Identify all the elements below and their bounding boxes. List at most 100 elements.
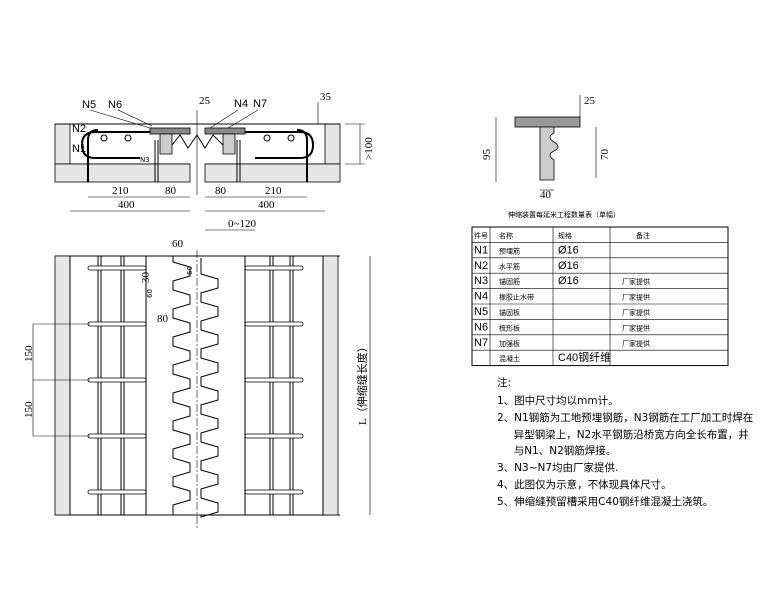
table-cell: 厂家提供 xyxy=(622,293,650,302)
table-row: N1 预埋筋 Ø16 xyxy=(474,244,579,256)
asphalt-right xyxy=(324,123,341,165)
transverse-bar xyxy=(87,433,147,439)
rubber-seal-n4 xyxy=(171,134,224,149)
table-cell: 厂家提供 xyxy=(622,308,650,317)
dim-detail-25: 25 xyxy=(584,95,596,107)
label-n2: N2 xyxy=(72,123,86,135)
dim-25: 25 xyxy=(199,95,211,107)
table-cell: 名称 xyxy=(499,231,513,240)
transverse-bar xyxy=(244,265,304,271)
table-cell: 橡胶止水带 xyxy=(499,293,534,302)
table-row: N3 锚固筋 Ø16 厂家提供 xyxy=(474,275,650,287)
rebar-n2-left xyxy=(80,131,160,159)
section-view: N5 N6 N4 N7 N2 N1 N3 25 35 >100 210 80 8… xyxy=(54,91,375,231)
comb-plate-right xyxy=(200,258,219,518)
table-header-row: 件号 名称 规格 备注 xyxy=(474,231,650,240)
table-cell: Ø16 xyxy=(558,275,579,287)
rebar-grid xyxy=(69,256,324,515)
dim-detail-95: 95 xyxy=(481,149,493,161)
dim-left-80: 80 xyxy=(165,185,177,197)
notes: 注: 1、图中尺寸均以mm计。 2、N1钢筋为工地预埋钢筋，N3钢筋在工厂加工时… xyxy=(497,376,753,508)
note-line: 与N1、N2钢筋焊接。 xyxy=(497,444,616,457)
transverse-bar xyxy=(244,321,304,327)
note-line: 2、N1钢筋为工地预埋钢筋，N3钢筋在工厂加工时焊在 xyxy=(497,411,753,424)
comb-plate-left xyxy=(172,256,191,515)
notes-heading: 注: xyxy=(497,376,511,389)
table-cell: N6 xyxy=(474,321,488,333)
note-line: 5、伸缩缝预留槽采用C40钢纤维混凝土浇筑。 xyxy=(497,495,713,508)
table-row: N6 梳形板 厂家提供 xyxy=(474,321,650,333)
dim-length-l: L（伸缩缝长度） xyxy=(355,341,369,425)
dim-left-400: 400 xyxy=(118,199,135,211)
transverse-bar xyxy=(244,489,304,495)
table-cell: 水平筋 xyxy=(499,262,520,271)
dim-tooth-60b: 60 xyxy=(186,266,194,275)
table-cell: 厂家提供 xyxy=(622,339,650,348)
table-cell: C40钢纤维 xyxy=(558,351,611,364)
table-cell: N3 xyxy=(474,275,488,287)
table-cell: Ø16 xyxy=(558,244,579,256)
table-cell: 厂家提供 xyxy=(622,323,650,332)
dim-detail-40: 40 xyxy=(540,189,552,201)
dim-tooth-30: 30 xyxy=(140,272,152,284)
transverse-bar xyxy=(87,321,147,327)
table-cell: N4 xyxy=(474,291,488,303)
plan-view: 60 30 60 60 80 150 150 L（伸缩缝长度） xyxy=(23,238,371,530)
dim-gap: 0~120 xyxy=(228,218,256,230)
table-cell: 备注 xyxy=(636,231,650,240)
dim-spacing-150-a: 150 xyxy=(23,345,35,362)
transverse-bar xyxy=(87,265,147,271)
transverse-bar xyxy=(87,489,147,495)
label-n1: N1 xyxy=(72,143,86,155)
table-title: 伸缩装置每延米工程数量表（单幅） xyxy=(508,210,620,219)
rebar-n1-left xyxy=(87,129,99,182)
dim-height: >100 xyxy=(363,137,375,160)
table-cell: 锚固板 xyxy=(499,308,520,317)
label-n5: N5 xyxy=(82,99,96,111)
label-n6: N6 xyxy=(108,99,122,111)
dim-tooth-60: 60 xyxy=(172,238,184,250)
table-cell: Ø16 xyxy=(558,260,579,272)
table-cell: 锚固筋 xyxy=(499,277,520,286)
note-line: 4、此图仅为示意，不体现具体尺寸。 xyxy=(497,478,672,491)
label-n7: N7 xyxy=(253,98,267,110)
deck-left xyxy=(54,163,191,183)
rebar-n1-right xyxy=(296,129,308,182)
table-row: N4 橡胶止水带 厂家提供 xyxy=(474,291,650,303)
dim-right-400: 400 xyxy=(258,199,275,211)
asphalt-left xyxy=(54,123,71,165)
dim-35: 35 xyxy=(320,91,332,103)
note-line: 1、图中尺寸均以mm计。 xyxy=(497,394,619,407)
table-cell: 规格 xyxy=(558,231,572,240)
table-row: N7 加强板 厂家提供 xyxy=(474,337,650,349)
dim-tooth-60c: 60 xyxy=(146,289,154,298)
deck-right xyxy=(204,163,341,183)
table-cell: 加强板 xyxy=(499,339,520,348)
label-n3: N3 xyxy=(140,156,150,164)
dim-left-210: 210 xyxy=(112,185,129,197)
transverse-bar xyxy=(244,377,304,383)
table-row: N5 锚固板 厂家提供 xyxy=(474,306,650,318)
table-cell: 梳形板 xyxy=(499,323,520,332)
table-cell: N5 xyxy=(474,306,488,318)
dim-tooth-80: 80 xyxy=(157,313,169,325)
detail-view: 25 95 70 40 xyxy=(481,95,611,201)
dim-detail-70: 70 xyxy=(599,149,611,161)
table-cell: 件号 xyxy=(474,231,488,240)
note-line: 3、N3~N7均由厂家提供. xyxy=(497,461,618,474)
table-cell: N7 xyxy=(474,337,488,349)
dim-spacing-150-b: 150 xyxy=(23,401,35,418)
transverse-bar xyxy=(244,433,304,439)
table-row: N2 水平筋 Ø16 xyxy=(474,260,579,272)
table-cell: N2 xyxy=(474,260,488,272)
label-n4: N4 xyxy=(234,98,248,110)
dim-right-80: 80 xyxy=(215,185,227,197)
table-cell: 厂家提供 xyxy=(622,277,650,286)
table-cell: N1 xyxy=(474,244,488,256)
rebar-n2-right xyxy=(235,131,315,159)
table-cell: 预埋筋 xyxy=(499,246,520,255)
concrete-strip-right xyxy=(322,255,339,516)
